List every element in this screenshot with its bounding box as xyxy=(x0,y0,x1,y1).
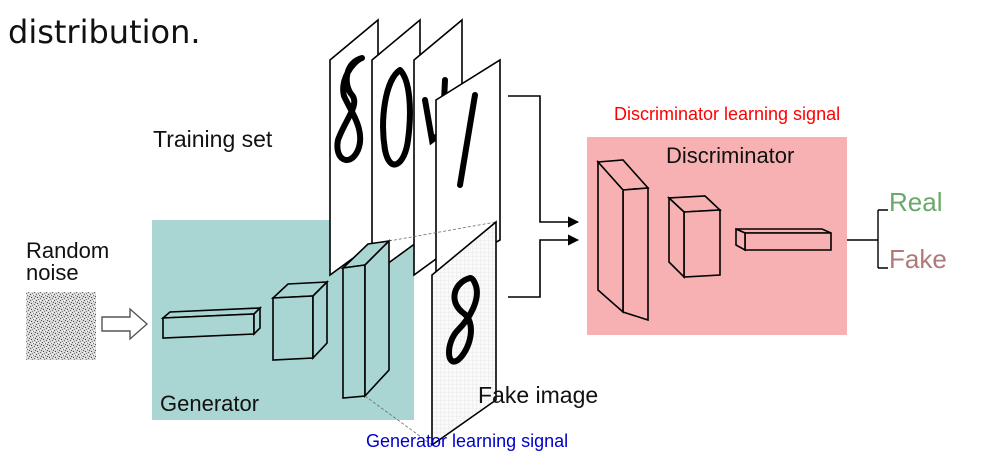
projection-lines xyxy=(364,221,497,446)
output-fork xyxy=(847,209,888,269)
noise-image xyxy=(26,292,96,360)
fake-image-label: Fake image xyxy=(478,382,598,408)
training-set-label: Training set xyxy=(153,126,273,152)
noise-input-arrow xyxy=(101,307,149,341)
generator-learning-signal: Generator learning signal xyxy=(366,431,568,451)
training-connector xyxy=(508,95,580,228)
discriminator-layer-1 xyxy=(596,159,650,322)
training-card-8 xyxy=(329,18,379,277)
discriminator-layer-3 xyxy=(735,227,832,252)
generator-layer-2 xyxy=(270,280,330,361)
fake-image-card xyxy=(431,220,497,447)
discriminator-label: Discriminator xyxy=(666,143,794,168)
generator-layer-3 xyxy=(340,239,392,399)
generator-label: Generator xyxy=(160,391,259,416)
header-fragment: distribution. xyxy=(8,13,201,51)
real-label: Real xyxy=(889,187,942,217)
training-card-1 xyxy=(435,58,501,277)
fake-connector xyxy=(508,234,580,298)
generator-layer-1 xyxy=(160,306,263,339)
discriminator-layer-2 xyxy=(667,195,722,279)
random-noise-label-line1: Random xyxy=(26,238,109,263)
discriminator-learning-signal: Discriminator learning signal xyxy=(614,104,840,124)
training-card-0 xyxy=(371,18,421,277)
random-noise-label-line2: noise xyxy=(26,260,79,285)
training-set-stack xyxy=(329,18,501,277)
fake-label: Fake xyxy=(889,244,947,274)
